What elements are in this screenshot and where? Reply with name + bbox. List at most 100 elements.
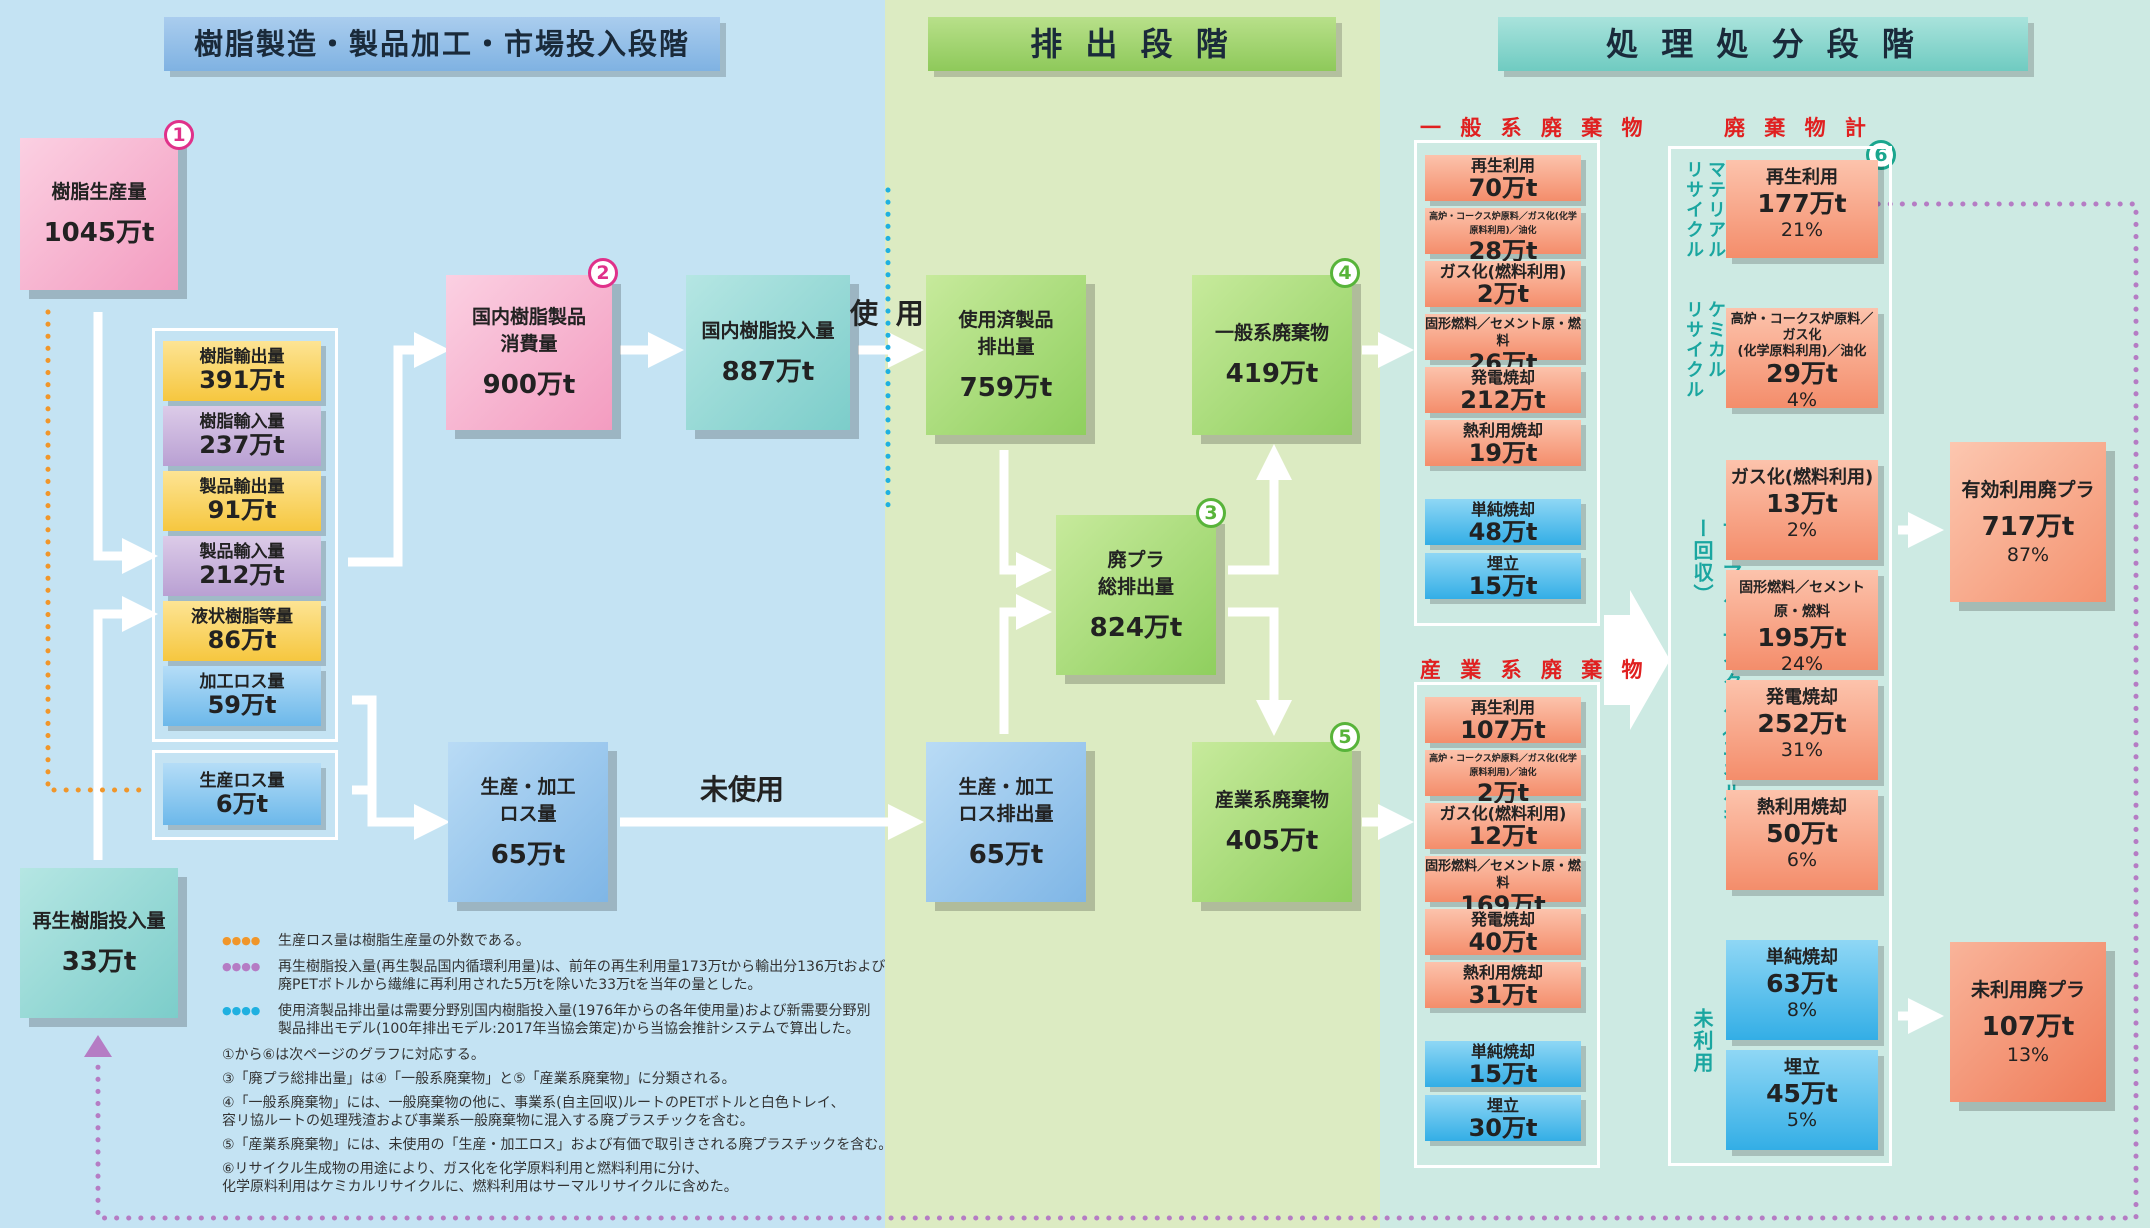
general-waste-item-value: 28万t [1468, 237, 1538, 265]
effective-use-percent: 87% [2006, 544, 2050, 566]
industrial-waste-item: ガス化(燃料利用) 12万t [1425, 803, 1581, 849]
trade-item: 液状樹脂等量 86万t [163, 601, 321, 661]
footnote-text: ③「廃プラ総排出量」は④「一般系廃棄物」と⑤「産業系廃棄物」に分類される。 [222, 1071, 736, 1087]
use-label: 使 用 [850, 297, 928, 330]
industrial-waste-item-value: 2万t [1476, 779, 1530, 807]
industrial-waste-item-label: 熱利用焼却 [1462, 963, 1543, 982]
total-waste-item-value: 252万t [1757, 709, 1847, 738]
production-loss-discharge-value: 65万t [968, 839, 1044, 870]
industrial-waste-item: 発電焼却 40万t [1425, 909, 1581, 955]
trade-item: 樹脂輸出量 391万t [163, 341, 321, 401]
total-waste-value: 824万t [1089, 612, 1183, 643]
general-waste-item-label: 単純焼却 [1470, 500, 1535, 519]
recycled-resin-input-node: 再生樹脂投入量 33万t [20, 868, 178, 1018]
trade-item-label: 製品輸入量 [199, 542, 285, 562]
used-product-discharge-node: 使用済製品 排出量 759万t [926, 275, 1086, 435]
general-waste-label: 一般系廃棄物 [1214, 322, 1329, 344]
total-waste-item-percent: 31% [1780, 739, 1824, 761]
total-waste-item-value: 50万t [1766, 819, 1838, 848]
production-loss-discharge-node: 生産・加工 ロス排出量 65万t [926, 742, 1086, 902]
general-waste-item: 再生利用 70万t [1425, 155, 1581, 201]
total-waste-node: 廃プラ 総排出量 824万t [1056, 515, 1216, 675]
badge-3: 3 [1196, 498, 1226, 528]
industrial-waste-item-value: 40万t [1468, 928, 1538, 956]
total-waste-item: 単純焼却 63万t 8% [1726, 940, 1878, 1040]
total-waste-panel [1668, 146, 1892, 1166]
trade-item-label: 樹脂輸入量 [199, 412, 285, 432]
production-loss-small: 生産ロス量 6万t [163, 763, 321, 825]
effective-use-label: 有効利用廃プラ [1961, 479, 2095, 501]
general-waste-item-label: 再生利用 [1470, 156, 1535, 175]
total-waste-item-label: 固形燃料／セメント原・燃料 [1739, 580, 1865, 620]
total-waste-item-label: 再生利用 [1766, 167, 1838, 188]
general-waste-item-label: 熱利用焼却 [1462, 421, 1543, 440]
domestic-consumption-node: 国内樹脂製品 消費量 900万t [446, 275, 612, 430]
industrial-waste-item-label: 埋立 [1486, 1096, 1519, 1115]
total-waste-item-percent: 6% [1786, 849, 1818, 871]
total-waste-item-value: 63万t [1766, 969, 1838, 998]
category-unused: 未利用 [1690, 1008, 1714, 1074]
industrial-waste-value: 405万t [1225, 826, 1319, 856]
trade-item-label: 樹脂輸出量 [199, 347, 285, 367]
footnote-text: 再生樹脂投入量(再生製品国内循環利用量)は、前年の再生利用量173万tから輸出分… [278, 959, 886, 993]
total-waste-item-value: 195万t [1757, 623, 1847, 652]
total-waste-item-label: 熱利用焼却 [1757, 797, 1847, 818]
trade-item-value: 212万t [199, 561, 285, 589]
total-waste-item-percent: 8% [1786, 999, 1818, 1021]
general-waste-item: 高炉・コークス炉原料／ガス化(化学原料利用)／油化 28万t [1425, 208, 1581, 264]
general-waste-item-value: 15万t [1468, 572, 1538, 600]
total-waste-item-value: 29万t [1766, 359, 1838, 388]
general-waste-panel: 再生利用 70万t 高炉・コークス炉原料／ガス化(化学原料利用)／油化 28万t… [1414, 140, 1600, 626]
general-waste-item: 熱利用焼却 19万t [1425, 420, 1581, 466]
footnote: ●●●● 生産ロス量は樹脂生産量の外数である。 [222, 932, 530, 950]
stage1-header: 樹脂製造・製品加工・市場投入段階 [164, 17, 720, 71]
unused-waste-value: 107万t [1981, 1012, 2075, 1042]
footnote: ④「一般系廃棄物」には、一般廃棄物の他に、事業系(自主回収)ルートのPETボトル… [222, 1094, 845, 1130]
footnote-text: ④「一般系廃棄物」には、一般廃棄物の他に、事業系(自主回収)ルートのPETボトル… [222, 1095, 845, 1129]
industrial-waste-item: 熱利用焼却 31万t [1425, 962, 1581, 1008]
footnote: ①から⑥は次ページのグラフに対応する。 [222, 1046, 485, 1064]
general-waste-item-value: 212万t [1460, 386, 1546, 414]
industrial-waste-item: 再生利用 107万t [1425, 697, 1581, 743]
general-waste-item-label: 埋立 [1486, 554, 1519, 573]
total-waste-item-label: 埋立 [1784, 1057, 1820, 1078]
industrial-waste-item-label: 高炉・コークス炉原料／ガス化(化学原料利用)／油化 [1429, 754, 1577, 778]
industrial-waste-item-value: 15万t [1468, 1060, 1538, 1088]
footnote: ●●●● 再生樹脂投入量(再生製品国内循環利用量)は、前年の再生利用量173万t… [222, 958, 885, 994]
total-waste-item: 発電焼却 252万t 31% [1726, 680, 1878, 780]
unused-waste-node: 未利用廃プラ 107万t 13% [1950, 942, 2106, 1102]
general-waste-item-label: 発電焼却 [1470, 368, 1535, 387]
general-waste-item-value: 19万t [1468, 439, 1538, 467]
industrial-waste-item-value: 31万t [1468, 981, 1538, 1009]
total-waste-item-percent: 2% [1786, 519, 1818, 541]
category-chemical-recycle: ケミカル リサイクル [1683, 300, 1726, 400]
unused-waste-percent: 13% [2006, 1044, 2050, 1066]
industrial-waste-panel: 再生利用 107万t 高炉・コークス炉原料／ガス化(化学原料利用)／油化 2万t… [1414, 682, 1600, 1168]
general-waste-item-label: 固形燃料／セメント原・燃料 [1425, 317, 1581, 349]
general-waste-item-value: 2万t [1476, 280, 1530, 308]
industrial-waste-item-value: 107万t [1460, 716, 1546, 744]
trade-item: 樹脂輸入量 237万t [163, 406, 321, 466]
footnote-marker: ●●●● [222, 960, 261, 973]
footnote-marker: ●●●● [222, 934, 261, 947]
footnote: ●●●● 使用済製品排出量は需要分野別国内樹脂投入量(1976年からの各年使用量… [222, 1002, 871, 1038]
trade-item: 加工ロス量 59万t [163, 666, 321, 726]
industrial-waste-item-label: ガス化(燃料利用) [1439, 804, 1567, 823]
general-waste-node: 一般系廃棄物 419万t [1192, 275, 1352, 435]
trade-item-label: 液状樹脂等量 [191, 607, 293, 627]
total-waste-item-percent: 24% [1780, 653, 1824, 675]
trade-item-value: 237万t [199, 431, 285, 459]
trade-item-value: 86万t [207, 626, 277, 654]
industrial-waste-item-value: 12万t [1468, 822, 1538, 850]
footnote-text: ⑥リサイクル生成物の用途により、ガス化を化学原料利用と燃料利用に分け、 化学原料… [222, 1161, 738, 1195]
general-waste-title: 一 般 系 廃 棄 物 [1420, 116, 1649, 140]
domestic-input-value: 887万t [721, 356, 815, 387]
industrial-waste-item: 単純焼却 15万t [1425, 1041, 1581, 1087]
production-loss-label: 生産・加工 ロス量 [480, 775, 576, 825]
trade-item: 製品輸出量 91万t [163, 471, 321, 531]
footnote: ⑤「産業系廃棄物」には、未使用の「生産・加工ロス」および有価で取引きされる廃プラ… [222, 1136, 892, 1154]
footnote-text: ⑤「産業系廃棄物」には、未使用の「生産・加工ロス」および有価で取引きされる廃プラ… [222, 1137, 893, 1153]
general-waste-item: ガス化(燃料利用) 2万t [1425, 261, 1581, 307]
production-loss-small-panel: 生産ロス量 6万t [152, 750, 338, 840]
general-waste-item-value: 70万t [1468, 174, 1538, 202]
